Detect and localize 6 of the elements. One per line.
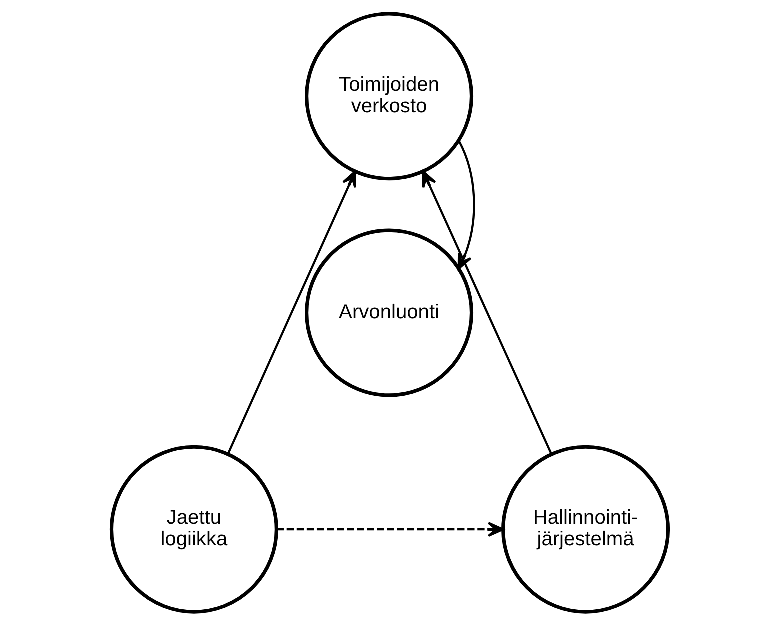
node-circle: Jaettu logiikka [110,445,278,614]
arrow [227,170,356,455]
arrow [276,522,504,538]
arrow [422,170,553,455]
node-circle: Toimijoiden verkosto [305,12,474,181]
node-circle: Hallinnointi- järjestelmä [502,445,670,614]
